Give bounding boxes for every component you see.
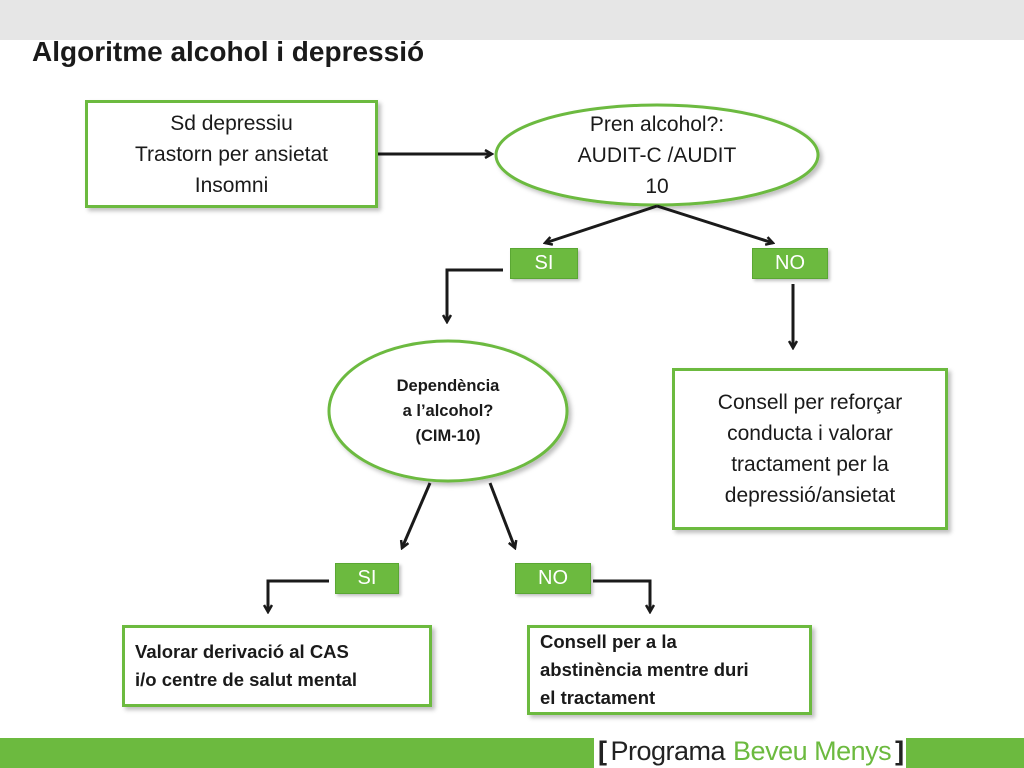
connector-alcohol-to-yes: [545, 204, 658, 243]
symptoms-line-2: Trastorn per ansietat: [135, 142, 328, 166]
second-no-tag: NO: [515, 563, 591, 594]
refer-cas-box: Valorar derivació al CAS i/o centre de s…: [122, 625, 432, 707]
slide-title: Algoritme alcohol i depressió: [32, 36, 425, 67]
top-band: [0, 0, 1024, 40]
advice-reinforce-line-4: depressió/ansietat: [724, 484, 896, 507]
alcohol-question-line-2: AUDIT-C /AUDIT: [577, 143, 737, 167]
arrow-yes-to-dependence: [447, 268, 503, 322]
advice-abstinence-line-2: abstinència mentre duri: [540, 659, 749, 680]
advice-abstinence-line-3: el tractament: [540, 687, 656, 708]
second-yes-tag: SI: [335, 563, 399, 594]
brand-bracket-close: ]: [895, 736, 904, 766]
connector-dependence-to-yes: [402, 482, 432, 548]
advice-reinforce-line-2: conducta i valorar: [727, 422, 893, 445]
advice-reinforce-line-1: Consell per reforçar: [717, 391, 903, 414]
connector-alcohol-to-no: [656, 204, 773, 243]
dependence-question-text: Dependència a l’alcohol? (CIM-10): [329, 344, 567, 478]
advice-abstinence-box: Consell per a la abstinència mentre duri…: [527, 625, 812, 715]
arrow-no-to-abstinence: [593, 579, 650, 612]
arrow-yes-to-refer: [268, 579, 329, 612]
symptoms-line-3: Insomni: [194, 173, 269, 197]
dependence-question-line-2: a l’alcohol?: [402, 401, 494, 420]
refer-cas-line-1: Valorar derivació al CAS: [135, 641, 349, 662]
brand-name: Beveu Menys: [733, 736, 892, 766]
dependence-question-line-3: (CIM-10): [415, 426, 481, 445]
symptoms-line-1: Sd depressiu: [170, 111, 293, 135]
alcohol-question-line-3: 10: [645, 174, 669, 198]
refer-cas-line-2: i/o centre de salut mental: [135, 669, 358, 690]
connector-dependence-to-no: [488, 482, 515, 548]
advice-reinforce-box: Consell per reforçar conducta i valorar …: [672, 368, 948, 530]
advice-abstinence-line-1: Consell per a la: [540, 631, 677, 652]
brand-bracket-open: [: [598, 736, 607, 766]
alcohol-question-text: Pren alcohol?: AUDIT-C /AUDIT 10: [496, 108, 818, 202]
program-brand: [ Programa Beveu Menys ]: [594, 735, 906, 768]
alcohol-question-ellipse: [494, 103, 820, 207]
advice-reinforce-line-3: tractament per la: [731, 453, 889, 476]
dependence-question-ellipse: [327, 339, 569, 483]
alcohol-question-line-1: Pren alcohol?:: [589, 112, 725, 136]
brand-program-word: Programa: [610, 736, 726, 766]
first-no-tag: NO: [752, 248, 828, 279]
first-yes-tag: SI: [510, 248, 578, 279]
symptoms-box: Sd depressiu Trastorn per ansietat Insom…: [85, 100, 378, 208]
dependence-question-line-1: Dependència: [396, 376, 500, 395]
